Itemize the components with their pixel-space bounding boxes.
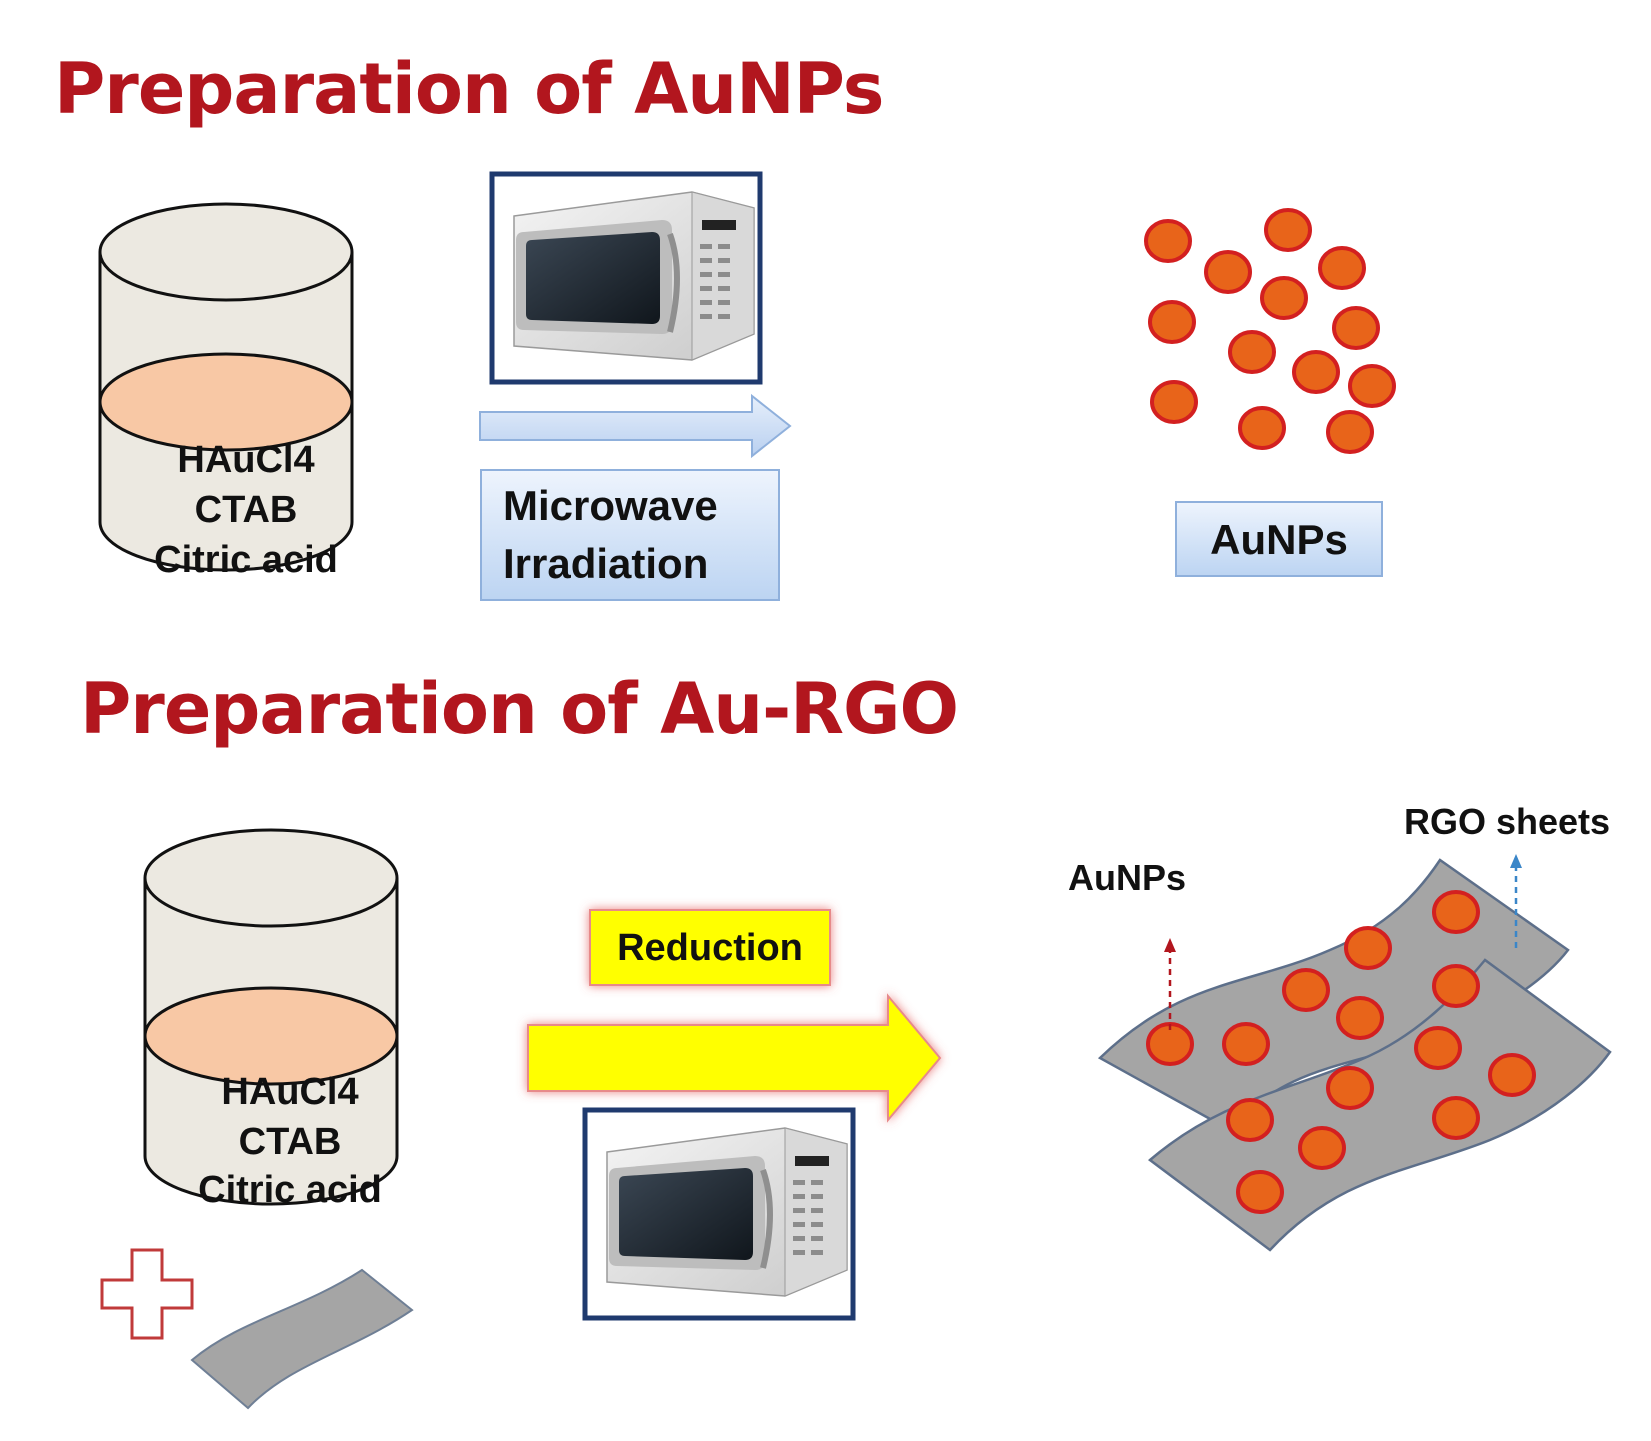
beaker-1-label-citric: Citric acid	[154, 539, 338, 581]
reduction-box	[589, 909, 831, 986]
rgo-sheets-label: RGO sheets	[1404, 801, 1610, 842]
reduction-arrow	[527, 993, 942, 1123]
process-label-1-line2: Irradiation	[503, 540, 708, 587]
beaker-1-label-ctab: CTAB	[195, 489, 298, 531]
section1-title: Preparation of AuNPs	[54, 48, 884, 130]
aunps-label: AuNPs	[1068, 857, 1186, 898]
rgo-sheet-icon	[190, 1268, 414, 1410]
product-label-1: AuNPs	[1210, 516, 1348, 563]
microwave-icon	[492, 174, 760, 382]
microwave-icon-2	[585, 1110, 853, 1318]
beaker-1	[98, 202, 354, 572]
beaker-2	[143, 828, 399, 1206]
reduction-label: Reduction	[617, 927, 803, 969]
process-label-1-line1: Microwave	[503, 482, 718, 529]
process-label-box-1	[480, 469, 780, 601]
section2-title: Preparation of Au-RGO	[80, 668, 959, 750]
beaker-2-label-citric: Citric acid	[198, 1169, 382, 1211]
beaker-2-label-ctab: CTAB	[239, 1121, 342, 1163]
product-label-box-1	[1175, 501, 1383, 577]
aunp-particles-2	[1146, 890, 1536, 1214]
aunp-particles-1	[1144, 208, 1396, 454]
beaker-1-label-hauc: HAuCl4	[177, 439, 314, 481]
beaker-2-label-hauc: HAuCl4	[221, 1071, 358, 1113]
plus-icon	[100, 1248, 194, 1340]
process-arrow-1	[479, 393, 792, 459]
